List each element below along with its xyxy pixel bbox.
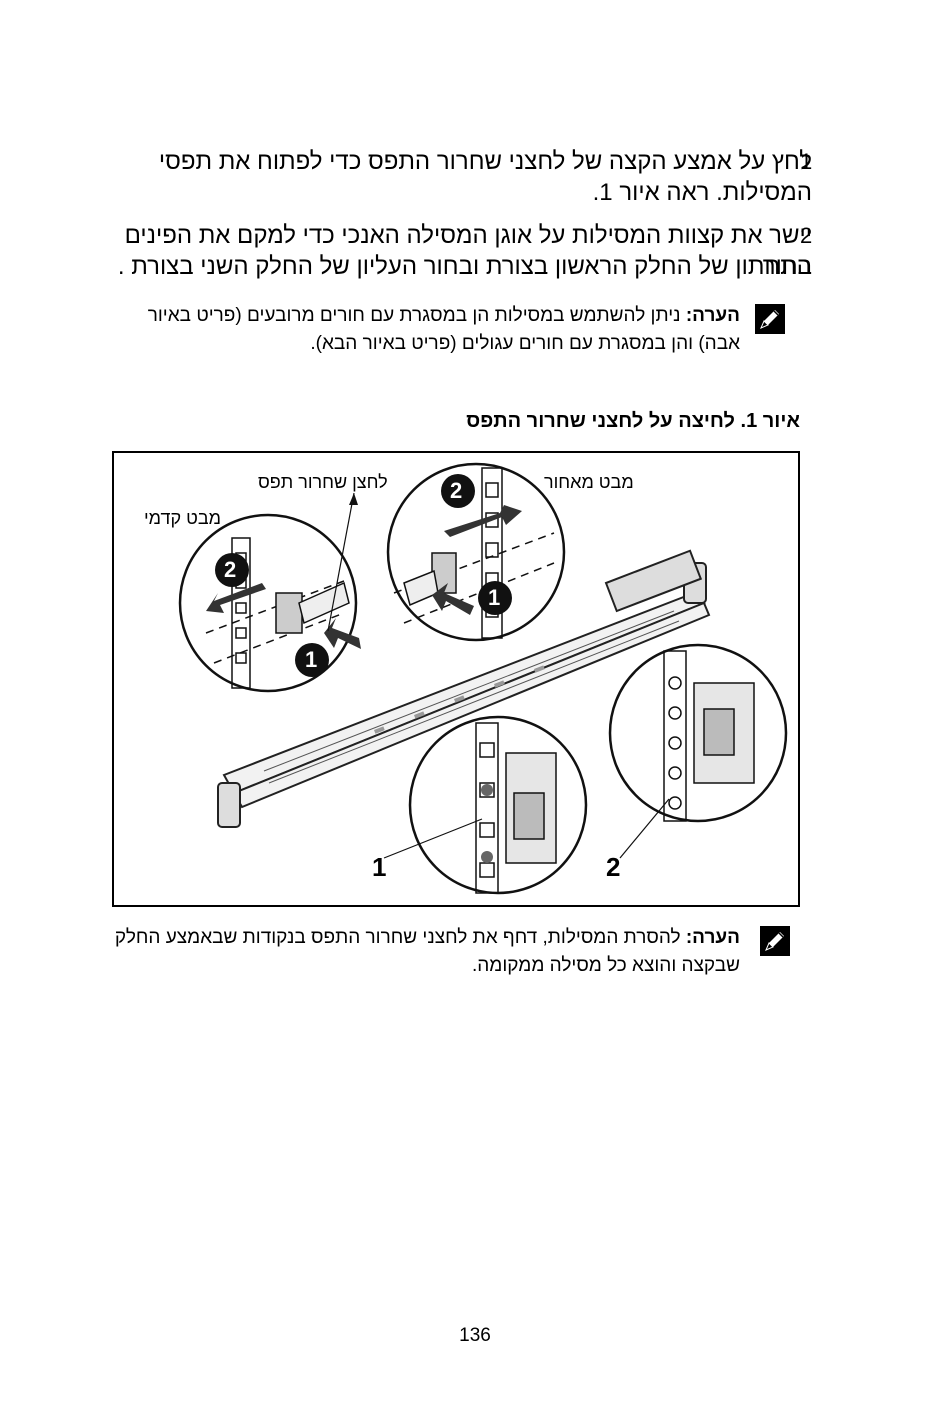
figure-frame: מבט מאחור לחצן שחרור תפס מבט קדמי 2 1 2 …	[112, 451, 800, 907]
note-label: הערה:	[685, 927, 740, 948]
note-text: ניתן להשתמש במסילות הן במסגרת עם חורים מ…	[147, 305, 681, 326]
step-number: 1	[800, 149, 813, 174]
step-text-line: לחץ על אמצע הקצה של לחצני שחרור התפס כדי…	[158, 148, 812, 175]
back-end-label: מבט מאחור	[544, 472, 634, 492]
note-text-line: אבה) והן במסגרת עם חורים עגולים (פריט בא…	[310, 333, 740, 354]
step-text-line: התחתון של החלק הראשון בצורת ובחור העליון…	[117, 253, 812, 280]
callout-pull-front: 2	[224, 557, 237, 582]
latch-button-label: לחצן שחרור תפס	[258, 472, 388, 492]
note-text-line: הערה: ניתן להשתמש במסילות הן במסגרת עם ח…	[90, 302, 740, 329]
step-text-line: המסילות. ראה איור 1.	[592, 179, 812, 206]
step-text-line: יישר את קצוות המסילות על אוגן המסילה האנ…	[124, 222, 812, 280]
note-text-line: הערה: להסרת המסילות, דחף את לחצני שחרור …	[90, 924, 740, 951]
step-number: 2	[800, 223, 813, 248]
note-text: להסרת המסילות, דחף את לחצני שחרור התפס ב…	[114, 927, 681, 948]
rail-illustration	[178, 462, 788, 895]
callout-round-holes: 2	[606, 852, 621, 882]
note-pencil-icon	[755, 304, 785, 334]
callout-pull-back: 2	[450, 478, 463, 503]
note-pencil-icon	[760, 926, 790, 956]
callout-push-front: 1	[305, 647, 318, 672]
callout-square-holes: 1	[372, 852, 387, 882]
figure-title: איור 1. לחיצה על לחצני שחרור התפס	[466, 410, 800, 432]
note-label: הערה:	[685, 305, 740, 326]
note-text-line: שבקצה והוצא כל מסילה ממקומה.	[471, 955, 740, 976]
page-number: 136	[459, 1325, 491, 1346]
detail-circle-back	[386, 462, 566, 642]
front-end-label: מבט קדמי	[144, 508, 221, 528]
callout-push-back: 1	[488, 585, 501, 610]
